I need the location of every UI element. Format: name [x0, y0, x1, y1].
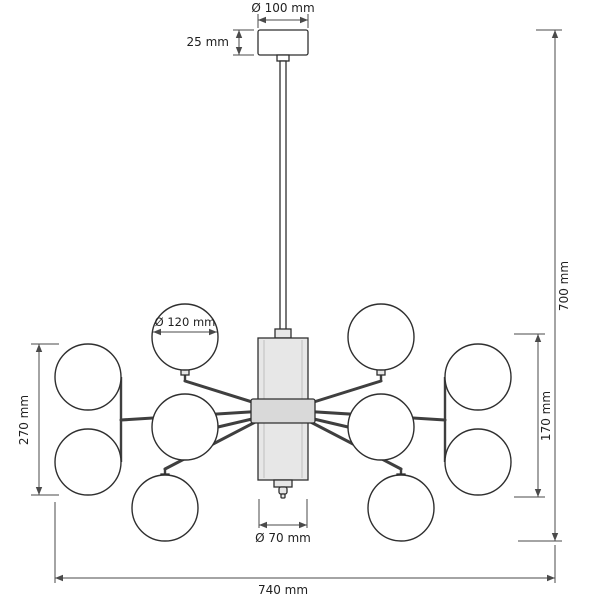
dimension-label-side-span-height: 270 mm: [17, 395, 31, 445]
dimension-label-canopy-diameter: Ø 100 mm: [251, 1, 314, 15]
dimension-body-diameter: Ø 70 mm: [255, 499, 311, 545]
globe-right-lower: [367, 474, 435, 542]
dimension-side-span-height: 270 mm: [17, 343, 59, 496]
arrowhead: [235, 30, 243, 38]
canopy-body: [257, 29, 309, 56]
dimension-label-total-height: 700 mm: [557, 261, 571, 311]
dimension-label-body-diameter: Ø 70 mm: [255, 531, 311, 545]
arrowhead: [547, 574, 555, 582]
dimension-label-canopy-height: 25 mm: [187, 35, 229, 49]
dimension-total-width: 740 mm: [54, 502, 556, 597]
arrowhead: [259, 521, 267, 529]
finial-knob: [278, 486, 288, 495]
arrowhead: [35, 487, 43, 495]
dimension-label-globe-diameter: Ø 120 mm: [155, 315, 216, 329]
suspension-rod: [279, 60, 287, 339]
arrowhead: [551, 533, 559, 541]
globes: [54, 303, 512, 542]
globe-left-outer-bottom: [54, 428, 122, 496]
arrowhead: [534, 334, 542, 342]
globe-left-upper: [151, 303, 219, 371]
globe-left-mid: [151, 393, 219, 461]
canopy-collar: [276, 54, 290, 62]
globe-right-outer-top: [444, 343, 512, 411]
arrowhead: [300, 16, 308, 24]
rod-collar: [274, 328, 292, 339]
arrowhead: [235, 47, 243, 55]
dimension-canopy-height: 25 mm: [187, 29, 254, 56]
finial-tip: [280, 493, 286, 499]
dimension-total-height: 700 mm: [518, 29, 571, 542]
ceiling-canopy: [257, 29, 309, 62]
finial: [273, 479, 293, 499]
arrowhead: [35, 344, 43, 352]
arrowhead: [55, 574, 63, 582]
arrowhead: [258, 16, 266, 24]
dimension-body-height: 170 mm: [514, 333, 553, 498]
hub-band: [250, 398, 316, 424]
dimension-globe-diameter: Ø 120 mm: [153, 315, 217, 336]
globe-right-mid: [347, 393, 415, 461]
arrowhead: [534, 489, 542, 497]
globe-left-lower: [131, 474, 199, 542]
arrowhead: [153, 328, 161, 336]
globe-left-outer-top: [54, 343, 122, 411]
dimension-label-total-width: 740 mm: [258, 583, 308, 597]
dimension-label-body-height: 170 mm: [539, 391, 553, 441]
globe-right-outer-bottom: [444, 428, 512, 496]
arrowhead: [209, 328, 217, 336]
globe-right-upper: [347, 303, 415, 371]
fixture: [54, 29, 512, 542]
arrowhead: [299, 521, 307, 529]
dimension-canopy-diameter: Ø 100 mm: [251, 1, 315, 28]
finial-plate: [273, 479, 293, 488]
arrowhead: [551, 30, 559, 38]
